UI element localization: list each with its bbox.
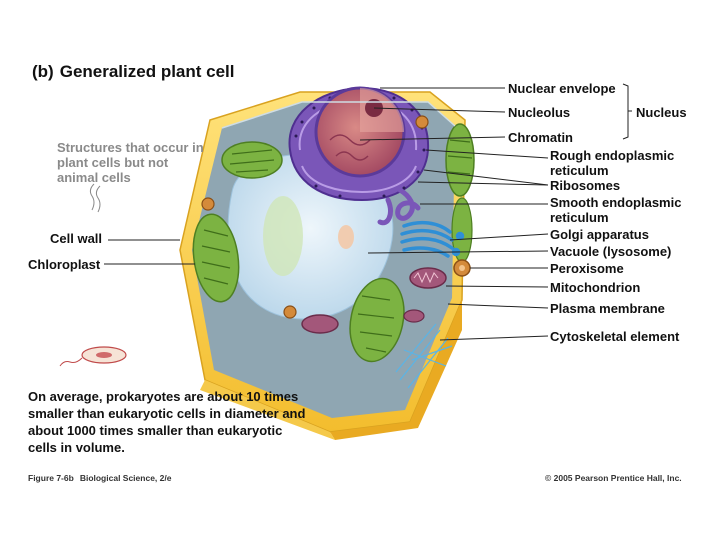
prokaryote-icon — [60, 347, 126, 366]
nucleus — [316, 88, 404, 176]
label-ribosomes: Ribosomes — [550, 178, 620, 193]
book-title: Biological Science, 2/e — [80, 473, 172, 483]
label-smooth-er-line1: Smooth endoplasmic — [550, 195, 681, 210]
label-nucleolus: Nucleolus — [508, 105, 570, 120]
figure-caption: Figure 7-6b Biological Science, 2/e — [28, 473, 171, 483]
label-nucleus: Nucleus — [636, 105, 687, 120]
chloroplast-right — [446, 124, 474, 196]
copyright-notice: © 2005 Pearson Prentice Hall, Inc. — [545, 473, 682, 483]
label-chromatin: Chromatin — [508, 130, 573, 145]
label-nuclear-envelope: Nuclear envelope — [508, 81, 616, 96]
label-chloroplast: Chloroplast — [28, 257, 100, 272]
label-smooth-er-line2: reticulum — [550, 210, 609, 225]
label-vacuole: Vacuole (lysosome) — [550, 244, 671, 259]
label-cytoskeletal: Cytoskeletal element — [550, 329, 680, 344]
label-plasma-membrane: Plasma membrane — [550, 301, 665, 316]
label-rough-er-line1: Rough endoplasmic — [550, 148, 674, 163]
chloroplast-top — [222, 142, 282, 178]
prokaryote-size-note: On average, prokaryotes are about 10 tim… — [28, 388, 308, 456]
label-mitochondrion: Mitochondrion — [550, 280, 640, 295]
label-cell-wall: Cell wall — [50, 231, 102, 246]
label-golgi: Golgi apparatus — [550, 227, 649, 242]
figure-number: Figure 7-6b — [28, 473, 74, 483]
figure-title-text: Generalized plant cell — [60, 62, 235, 81]
cell-wall-icon — [90, 184, 100, 212]
plant-only-note: Structures that occur in plant cells but… — [57, 140, 207, 185]
figure-title: (b) Generalized plant cell — [32, 62, 235, 82]
figure-part-tag: (b) — [32, 62, 54, 81]
structure-labels: Nuclear envelope Nucleolus Chromatin Nuc… — [508, 81, 687, 344]
label-peroxisome: Peroxisome — [550, 261, 624, 276]
label-rough-er-line2: reticulum — [550, 163, 609, 178]
